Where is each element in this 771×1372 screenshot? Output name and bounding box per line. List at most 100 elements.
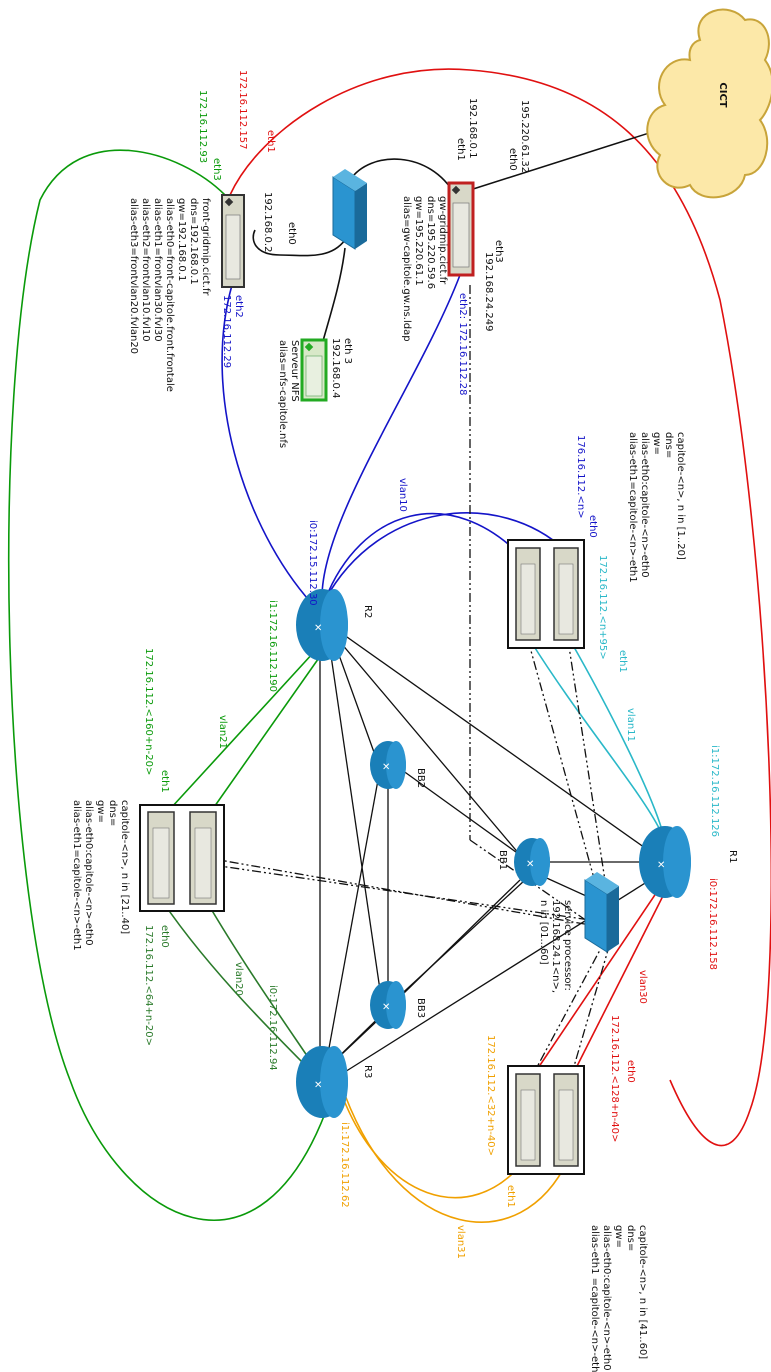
gw-info-1: dns=195.220.59.6 [425,196,436,289]
g1-eth1: eth1 [617,650,628,673]
cloud-label: CICT [717,82,728,107]
r1-i1: i1:172.16.112.126 [709,745,720,837]
sp-link-g1a [527,639,601,901]
r2-name: R2 [362,605,373,618]
bb1-name: BB1 [497,850,508,870]
g3-info-0: capitole-<n>, n in [41..60] [637,1225,648,1359]
front-info-4: alias-eth1=frontvlan30.fvl30 [152,198,163,342]
link-vlan10-a [324,512,526,601]
link-bb2-bb1 [394,764,521,856]
front-eth0: eth0 [286,222,297,245]
front-eth2: eth2 [233,295,244,318]
g3-info-2: gw= [613,1225,624,1248]
sp-line2: 192.168.24.1<n>, [550,900,561,993]
front-info-2: gw=192.168.0.1 [176,198,187,281]
gw-info-0: gw-gridmip.cict.fr [437,196,448,285]
link-vlan11-a [529,639,661,831]
svg-text:✕: ✕ [314,623,322,634]
r1-i0: i0:172.16.112.158 [707,878,718,970]
gw-eth2: eth2: 172.16.112.28 [457,293,468,395]
labels: R2 R1 R3 BB2 BB1 BB3 eth0 195.220.61.32 … [71,70,738,1372]
g2-eth1-ip: 172.16.112.<160+n-20> [143,648,154,775]
router-bb1[interactable]: ✕ [514,838,550,886]
gw-eth1-ip: 192.168.0.1 [467,98,478,158]
group2-rack[interactable] [139,804,225,912]
g3-info-1: dns= [625,1225,636,1251]
gw-info-2: gw=195.220.61.1 [413,196,424,286]
front-info-6: alias-eth3=frontvlan20.fvlan20 [128,198,139,354]
svg-text:✕: ✕ [382,1002,390,1013]
nfs-eth: eth 3 [342,338,353,364]
group1-rack[interactable] [507,539,585,649]
nfs-ip: 192.168.0.4 [330,338,341,398]
g3-eth1-ip: 172.16.112.<32+n-40> [485,1035,496,1156]
switch-service-processor[interactable] [584,872,619,953]
link-switch-front [252,229,346,257]
sp-link-g1b [567,639,609,901]
g2-vlan20: vlan20 [233,962,244,996]
g3-eth0: eth0 [625,1060,636,1083]
g3-vlan30: vlan30 [637,970,648,1004]
g1-info-3: alias-eth0:capitole-<n>-eth0 [639,432,650,578]
svg-text:✕: ✕ [526,859,534,870]
g1-info-1: dns= [663,432,674,458]
svg-text:✕: ✕ [657,860,665,871]
router-bb3[interactable]: ✕ [370,981,406,1029]
gw-server[interactable] [447,181,475,277]
g3-eth1: eth1 [505,1185,516,1208]
g1-info-2: gw= [651,432,662,455]
link-red-loop [229,68,771,1147]
link-green-loop [8,149,331,1221]
r3-i0: i0:172.16.112.94 [267,985,278,1071]
bb2-name: BB2 [415,768,426,788]
front-eth1-ip: 172.16.112.157 [237,70,248,150]
cict-cloud: CICT [646,8,771,199]
g2-eth1: eth1 [159,770,170,793]
link-bb3-bb1 [394,879,526,1001]
bb3-name: BB3 [415,998,426,1018]
sp-line1: service processor: [562,900,573,991]
front-eth0-ip: 192.168.0.2 [262,192,273,252]
gw-eth3: eth3 [493,240,504,263]
r2-i1: i1:172.16.112.190 [267,600,278,692]
link-vlan31-b [344,1094,569,1223]
front-server[interactable] [221,194,245,288]
link-vlan20-a [154,889,316,1076]
g2-eth0: eth0 [159,925,170,948]
link-blue-gw [321,274,461,601]
link-vlan20-b [199,889,319,1073]
link-gw-switch [349,158,456,196]
g2-vlan21: vlan21 [217,715,228,749]
sp-link-g2a [164,857,591,921]
g2-info-0: capitole-<n>, n in [21..40] [119,800,130,934]
router-r3[interactable]: ✕ [296,1046,348,1118]
group3-rack[interactable] [507,1065,585,1175]
nfs-server[interactable] [300,338,328,402]
g1-vlan10: vlan10 [397,478,408,512]
svg-text:✕: ✕ [314,1080,322,1091]
g1-eth0-ip: 176.16.112.<n> [575,435,586,519]
nfs-alias: alias=nfs-capitole.nfs [277,340,288,448]
nfs-name: Serveur NFS [289,340,300,402]
g1-eth0: eth0 [587,515,598,538]
g3-info-3: alias-eth0:capitole-<n>-eth0 [601,1225,612,1371]
router-r2[interactable]: ✕ [296,589,348,661]
link-vlan30-a [529,879,666,1081]
g3-eth0-ip: 172.16.112.<128+n-40> [609,1015,620,1142]
g1-info-4: alias-eth1=capitole-<n>-eth1 [627,432,638,583]
router-r1[interactable]: ✕ [639,826,691,898]
front-info-0: front-gridmip.cict.fr [200,198,211,296]
front-eth3: eth3 [211,158,222,181]
g1-info-0: capitole-<n>, n in [1..20] [675,432,686,560]
router-bb2[interactable]: ✕ [370,741,406,789]
gw-eth0-ip: 195.220.61.32 [519,100,530,173]
g2-info-3: alias-eth0:capitole-<n>-eth0 [83,800,94,946]
switch-gw-lan[interactable] [332,169,367,250]
sp-link-g3b [569,949,609,1081]
link-blue-front [221,284,319,611]
g2-info-1: dns= [107,800,118,826]
front-info-5: alias-eth2=frontvlan10.fvl10 [140,198,151,342]
r1-name: R1 [727,850,738,863]
